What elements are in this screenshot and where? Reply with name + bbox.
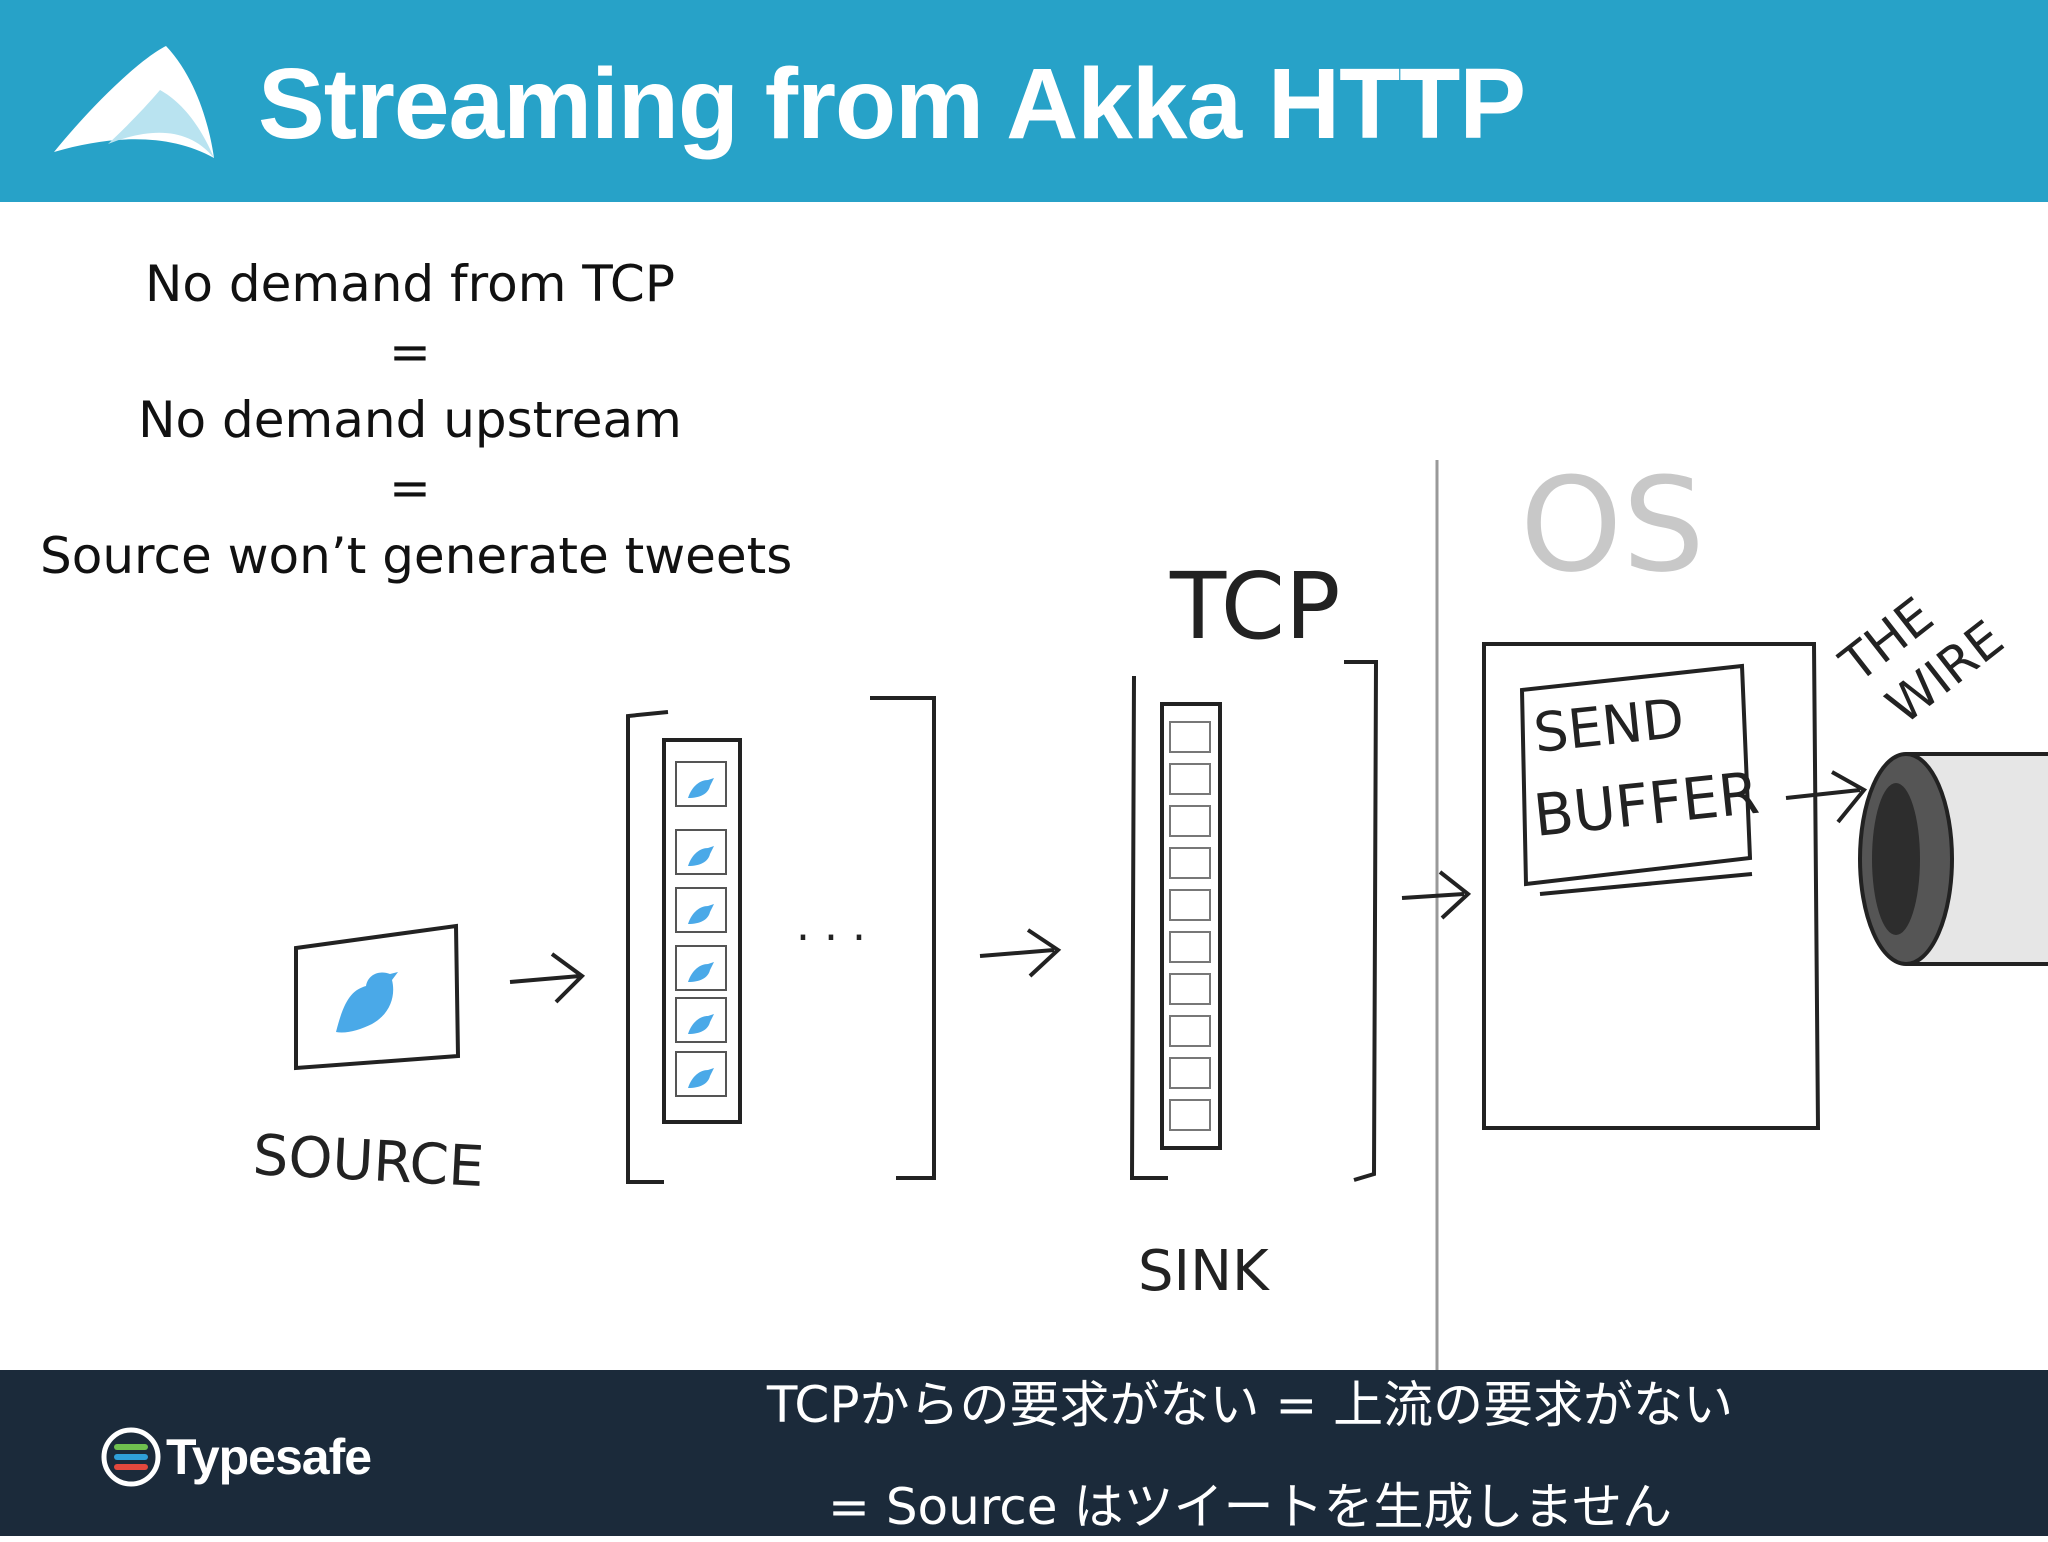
explanation-line: Source won’t generate tweets	[40, 527, 793, 585]
arrow-icon	[509, 952, 586, 1004]
tcp-label: TCP	[1169, 553, 1341, 660]
arrow-icon	[1785, 770, 1868, 824]
slide-header: Streaming from Akka HTTP	[0, 0, 2048, 202]
os-buffer-box	[1482, 642, 1821, 1130]
source-label: SOURCE	[251, 1123, 485, 1200]
subtitle-line-2: = Source はツイートを生成しません	[828, 1478, 1672, 1536]
slide-title: Streaming from Akka HTTP	[258, 48, 1526, 160]
explanation-line: =	[389, 459, 431, 517]
send-buffer-card	[1519, 663, 1753, 887]
buffer-elements	[675, 761, 727, 1097]
source-box	[294, 923, 461, 1071]
stage-bracket-right	[870, 696, 936, 1180]
typesafe-wordmark: Typesafe	[166, 1429, 372, 1485]
sink-label: SINK	[1138, 1239, 1270, 1304]
os-label: OS	[1520, 449, 1705, 601]
explanation-line: =	[389, 323, 431, 381]
twitter-bird-icon	[336, 972, 398, 1033]
buffer-birds	[688, 778, 714, 1088]
sink-elements	[1169, 721, 1211, 1131]
stage-bracket-left	[626, 710, 669, 1184]
ellipsis: . . .	[796, 900, 866, 951]
send-label: SEND	[1531, 687, 1687, 765]
sink-bracket-right	[1344, 660, 1379, 1182]
slide-footer: Typesafe TCPからの要求がない = 上流の要求がない = Source…	[0, 1370, 2048, 1536]
sink-bracket-left	[1129, 675, 1168, 1180]
backpressure-sketch: OS TCP SOURCE . . .	[251, 449, 2048, 1370]
send-buffer-card-shadow	[1539, 872, 1753, 896]
arrow-icon	[1401, 870, 1472, 920]
typesafe-logo-icon	[101, 1427, 161, 1487]
explanation-line: No demand upstream	[138, 391, 682, 449]
arrow-icon	[979, 928, 1062, 978]
explanation-text: No demand from TCP = No demand upstream …	[40, 250, 793, 590]
explanation-line: No demand from TCP	[145, 255, 675, 313]
subtitle-line-1: TCPからの要求がない = 上流の要求がない	[766, 1376, 1734, 1434]
wire-cylinder	[1858, 752, 2048, 966]
akka-logo-icon	[54, 46, 214, 158]
